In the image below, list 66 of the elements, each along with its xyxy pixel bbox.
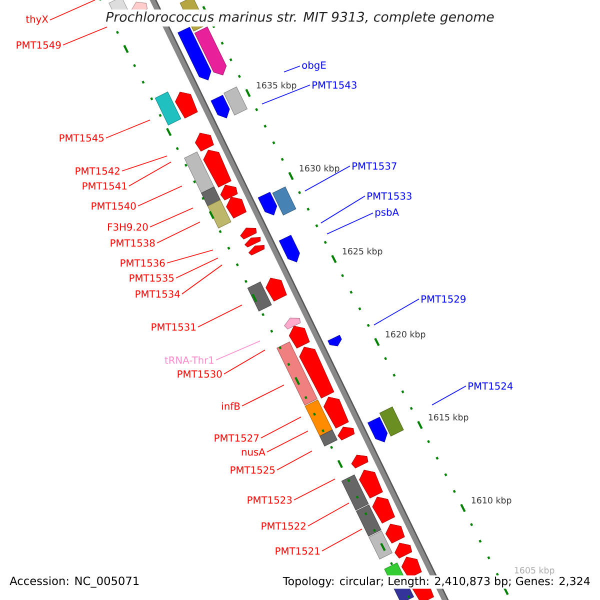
leader-line xyxy=(294,478,336,500)
scale-label: 1615 kbp xyxy=(428,414,468,422)
leader-line xyxy=(150,208,194,228)
leader-line xyxy=(276,450,312,470)
leader-line xyxy=(432,386,466,406)
gene-label: PMT1533 xyxy=(368,192,412,200)
gene-label: F3H9.20 xyxy=(108,223,148,231)
scale-label: 1625 kbp xyxy=(342,248,382,256)
gene-label: PMT1542 xyxy=(76,167,120,175)
gene-label: PMT1531 xyxy=(152,323,196,331)
leader-line xyxy=(326,212,374,234)
gene-label: nusA xyxy=(242,448,266,456)
gene-label: PMT1527 xyxy=(214,434,259,442)
gene-label: thyX xyxy=(26,15,48,25)
accession-text: Accession: NC_005071 xyxy=(10,576,139,588)
leader-line xyxy=(266,430,308,452)
gene-label: PMT1541 xyxy=(82,182,126,190)
gene-label: PMT1525 xyxy=(230,466,275,474)
scale-label: 1630 kbp xyxy=(300,164,340,174)
leader-line xyxy=(106,120,150,138)
leader-line xyxy=(308,502,350,526)
gene-label: PMT1540 xyxy=(92,202,136,210)
gene-label: infB xyxy=(222,402,240,410)
gene-label: PMT1537 xyxy=(352,162,396,170)
leader-line xyxy=(320,196,366,224)
gene-label: PMT1534 xyxy=(136,290,180,298)
leader-line xyxy=(322,528,362,552)
gene-label: psbA xyxy=(376,208,399,218)
gene-label: PMT1545 xyxy=(60,134,104,142)
leader-line xyxy=(128,162,172,186)
gene-label: PMT1523 xyxy=(248,496,292,504)
leader-line xyxy=(216,340,260,360)
leader-line xyxy=(50,0,96,20)
scale-label: 1605 kbp xyxy=(514,566,554,576)
gene-label: PMT1538 xyxy=(110,239,155,247)
leader-line xyxy=(198,304,242,328)
gene-label: PMT1521 xyxy=(276,547,320,555)
leader-line xyxy=(176,258,218,278)
genome-info-text: Topology: circular; Length: 2,410,873 bp; Genes: 2,324 xyxy=(282,575,592,589)
scale-label: 1635 kbp xyxy=(256,82,296,90)
leader-line xyxy=(304,166,350,192)
leader-line xyxy=(138,186,182,206)
leader-line xyxy=(182,264,222,294)
leader-line xyxy=(242,384,284,406)
gene-label: PMT1543 xyxy=(312,81,356,89)
gene-label: PMT1536 xyxy=(120,259,165,267)
leader-line xyxy=(166,250,214,264)
gene-label: PMT1529 xyxy=(422,295,466,303)
leader-line xyxy=(122,156,168,172)
scale-label: 1610 kbp xyxy=(472,496,512,506)
leader-line xyxy=(262,84,310,104)
leader-line xyxy=(284,66,300,72)
gene-label: obgE xyxy=(302,61,326,71)
title: Prochlorococcus marinus str. MIT 9313, complete genome xyxy=(104,10,496,26)
scale-label: 1620 kbp xyxy=(386,330,426,340)
gene-label: PMT1522 xyxy=(262,522,306,530)
gene-label: PMT1549 xyxy=(16,41,61,49)
gene-label: tRNA-Thr1 xyxy=(164,356,214,364)
leader-line xyxy=(156,222,200,244)
gene-label: PMT1535 xyxy=(130,274,174,282)
leader-line xyxy=(260,416,302,438)
gene-label: PMT1530 xyxy=(178,370,222,378)
leader-line xyxy=(224,350,266,374)
gene-label: PMT1524 xyxy=(468,382,513,390)
leader-line xyxy=(62,26,108,46)
leader-line xyxy=(374,298,420,326)
